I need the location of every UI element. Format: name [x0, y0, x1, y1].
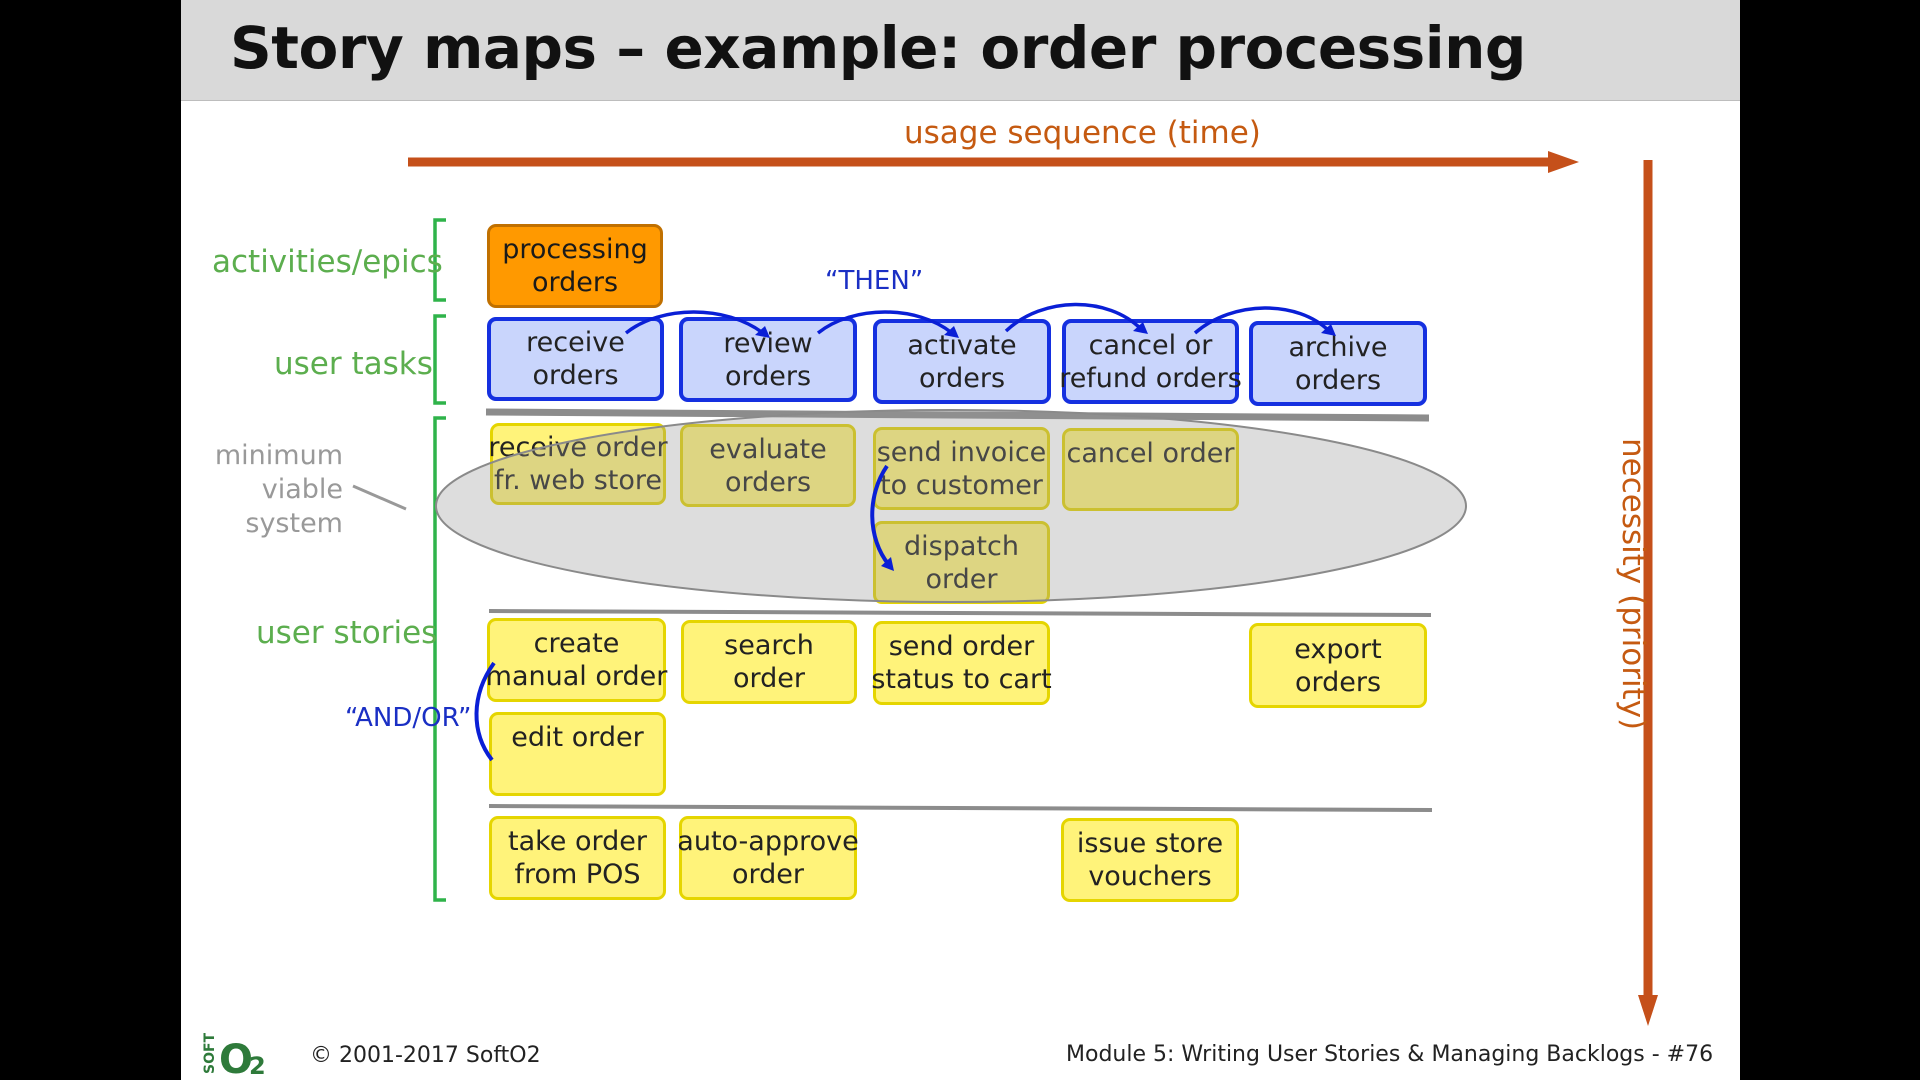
row-label-activities: activities/epics [212, 244, 443, 280]
task-card[interactable]: receive orders [487, 317, 664, 401]
then-connector [1004, 302, 1143, 333]
task-card[interactable]: cancel or refund orders [1059, 319, 1242, 404]
row-label-stories: user stories [256, 615, 438, 651]
release-line-1 [485, 408, 1430, 422]
task-card[interactable]: archive orders [1249, 321, 1427, 406]
task-card[interactable]: activate orders [873, 319, 1051, 404]
epic-card[interactable]: processing orders [487, 224, 663, 308]
svg-text:2: 2 [249, 1052, 266, 1076]
then-arrowhead [1321, 324, 1336, 336]
and-arrowhead [881, 557, 894, 571]
story-card[interactable]: export orders [1249, 623, 1427, 708]
release-line-3 [488, 804, 1433, 812]
then-arrowhead [1133, 322, 1148, 334]
then-arrowhead [755, 326, 770, 338]
story-card[interactable]: evaluate orders [680, 424, 856, 507]
bracket-epics [433, 218, 446, 302]
then-connector [624, 310, 765, 335]
and-or-label: “AND/OR” [345, 703, 472, 733]
story-card[interactable]: edit order [489, 712, 666, 796]
diagram-overlay [352, 302, 1467, 762]
svg-text:SOFT: SOFT [202, 1032, 218, 1074]
copyright-text: © 2001-2017 SoftO2 [310, 1043, 541, 1068]
softo2-logo: SOFT O 2 [197, 1030, 271, 1080]
mvs-label: minimum viable system [213, 439, 343, 541]
story-card[interactable]: take order from POS [489, 816, 666, 900]
and-connector [870, 464, 891, 567]
mvp-pointer-line [352, 484, 407, 511]
then-arrowhead [944, 326, 959, 338]
diagram-graphics [408, 151, 1658, 1026]
time-arrow-head [1548, 151, 1579, 173]
module-footer: Module 5: Writing User Stories & Managin… [1066, 1042, 1714, 1067]
slide-title: Story maps – example: order processing [230, 14, 1526, 82]
then-connector [1193, 306, 1331, 335]
time-axis-label: usage sequence (time) [904, 115, 1261, 151]
story-card[interactable]: create manual order [486, 618, 667, 702]
and-or-connector [474, 661, 496, 762]
story-card[interactable]: dispatch order [873, 521, 1050, 604]
priority-arrow-head [1638, 995, 1658, 1026]
mvs-label-line-1: minimum [214, 440, 343, 471]
svg-text:O: O [219, 1037, 253, 1076]
title-bar: Story maps – example: order processing [181, 0, 1740, 101]
task-card[interactable]: review orders [679, 317, 857, 402]
story-card[interactable]: search order [681, 620, 857, 704]
row-label-tasks: user tasks [274, 346, 433, 382]
story-card[interactable]: issue store vouchers [1061, 818, 1239, 902]
mvs-label-line-2: viable [261, 474, 343, 505]
story-card[interactable]: auto-approve order [677, 816, 859, 900]
mvp-ellipse [435, 409, 1467, 603]
mvs-label-line-3: system [245, 508, 343, 539]
release-line-2 [488, 609, 1432, 617]
story-card[interactable]: receive order fr. web store [488, 423, 668, 505]
softo2-logo-mark: SOFT O 2 [202, 1032, 266, 1080]
story-card[interactable]: cancel order [1062, 428, 1239, 511]
then-label: “THEN” [825, 266, 924, 296]
bracket-tasks [433, 314, 446, 405]
slide: Story maps – example: order processing a… [181, 0, 1740, 1080]
then-connector [816, 310, 954, 335]
bracket-stories [433, 416, 446, 902]
story-card[interactable]: send order status to cart [871, 621, 1052, 705]
story-card[interactable]: send invoice to customer [873, 427, 1050, 510]
